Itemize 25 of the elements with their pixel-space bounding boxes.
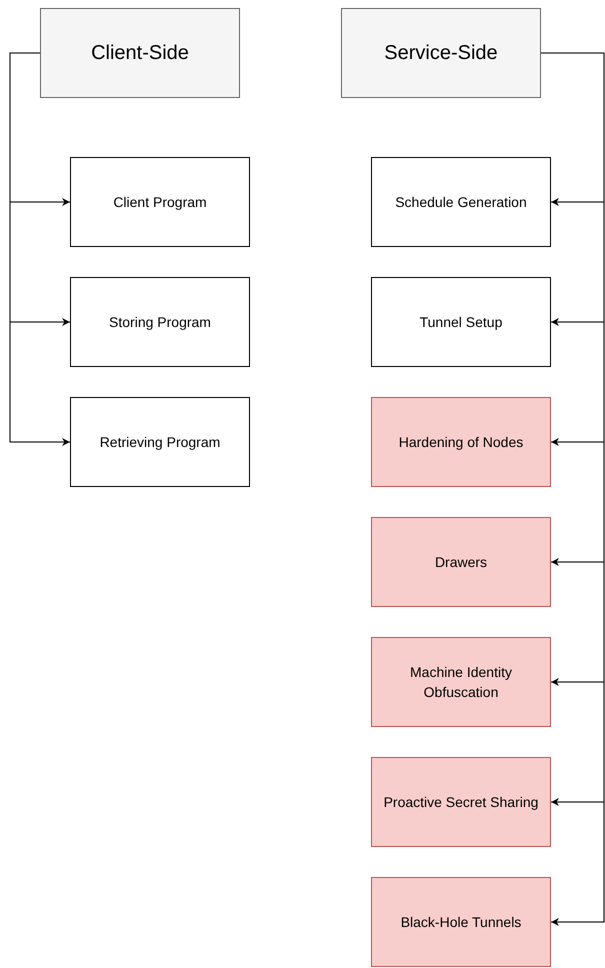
- box-label: Hardening of Nodes: [398, 432, 524, 452]
- header-box: [40, 8, 240, 98]
- process-box: [371, 157, 551, 247]
- box-label: Black-Hole Tunnels: [400, 912, 522, 932]
- process-box: [70, 157, 250, 247]
- box-label: Service-Side: [384, 40, 498, 66]
- process-box: [371, 637, 551, 727]
- connector-arrow: [10, 52, 70, 446]
- process-box: [371, 757, 551, 847]
- box-label: Storing Program: [109, 312, 211, 332]
- process-box: [371, 277, 551, 367]
- box-label: Tunnel Setup: [420, 312, 502, 332]
- box-label: Retrieving Program: [100, 432, 220, 452]
- box-label: Schedule Generation: [395, 192, 527, 212]
- box-label: Client Program: [113, 192, 207, 212]
- box-label: Client-Side: [91, 40, 189, 66]
- header-box: [341, 8, 541, 98]
- process-box: [371, 877, 551, 967]
- box-label: Proactive Secret Sharing: [384, 792, 538, 812]
- process-box: [371, 517, 551, 607]
- process-box: [70, 397, 250, 487]
- box-label: Machine Identity Obfuscation: [409, 662, 513, 702]
- box-label: Drawers: [434, 552, 488, 572]
- process-box: [371, 397, 551, 487]
- process-box: [70, 277, 250, 367]
